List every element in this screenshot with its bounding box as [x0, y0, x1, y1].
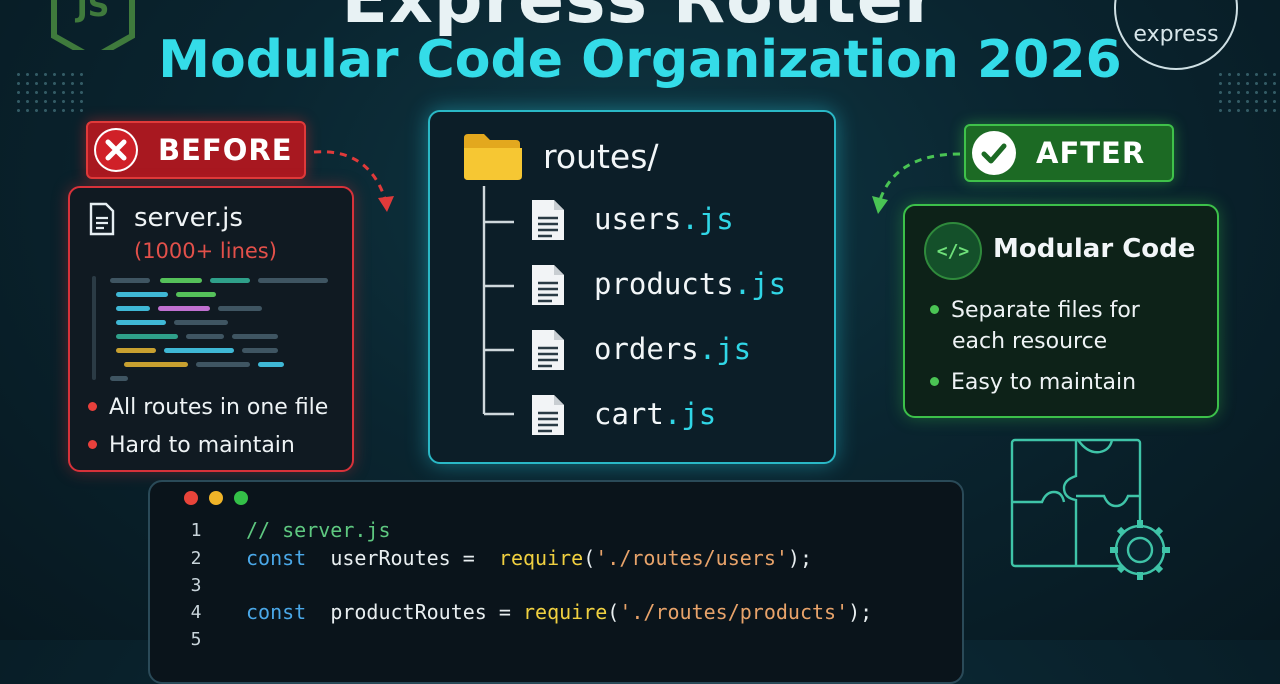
- line-number: 3: [190, 575, 202, 596]
- before-panel: [68, 186, 354, 472]
- code-line-1: // server.js: [246, 518, 391, 542]
- code-line-4: const productRoutes = require('./routes/…: [246, 600, 873, 624]
- decor-dots: [1216, 70, 1280, 114]
- x-icon: [94, 128, 138, 172]
- before-bullet: Hard to maintain: [88, 433, 295, 458]
- decor-dots: [14, 70, 84, 114]
- line-number: 4: [190, 602, 202, 623]
- route-file-users: users.js: [594, 202, 734, 236]
- after-bullet: Easy to maintain: [930, 370, 1136, 395]
- check-icon: [972, 131, 1016, 175]
- window-minimize-dot: [209, 491, 223, 505]
- arrow-after-icon: [872, 152, 961, 214]
- window-close-dot: [184, 491, 198, 505]
- route-file-products: products.js: [594, 267, 787, 301]
- window-maximize-dot: [234, 491, 248, 505]
- gear-icon: [1110, 520, 1170, 580]
- code-line-2: const userRoutes = require('./routes/use…: [246, 546, 813, 570]
- before-badge: BEFORE: [86, 121, 306, 179]
- folder-label: routes/: [543, 137, 659, 176]
- code-icon: </>: [924, 222, 982, 280]
- after-bullet: Separate files for: [930, 298, 1140, 323]
- file-icon: [532, 200, 564, 240]
- puzzle-icon: [1010, 438, 1170, 580]
- line-number: 2: [190, 548, 202, 569]
- before-label: BEFORE: [158, 133, 293, 167]
- file-icon: [532, 265, 564, 305]
- route-file-cart: cart.js: [594, 397, 717, 431]
- after-label: AFTER: [1036, 136, 1146, 170]
- tree-lines: [482, 186, 514, 416]
- after-badge: AFTER: [964, 124, 1174, 182]
- folder-icon: [464, 134, 522, 180]
- after-card-title: Modular Code: [993, 234, 1196, 264]
- arrow-before-icon: [313, 150, 394, 212]
- express-logo-text: express: [1133, 22, 1219, 47]
- file-icon: [532, 395, 564, 435]
- code-editor-panel: [148, 480, 964, 684]
- file-icon: [89, 202, 115, 236]
- before-file-name: server.js: [134, 203, 243, 233]
- line-number: 1: [190, 520, 202, 541]
- page-title: Express Router: [0, 0, 1280, 39]
- after-bullet-continuation: each resource: [952, 329, 1108, 354]
- route-file-orders: orders.js: [594, 332, 752, 366]
- page-subtitle: Modular Code Organization 2026: [158, 30, 1122, 90]
- nodejs-logo-icon: JS: [51, 0, 135, 50]
- before-bullet: All routes in one file: [88, 395, 328, 420]
- file-icon: [532, 330, 564, 370]
- svg-text:JS: JS: [75, 0, 110, 24]
- before-file-note: (1000+ lines): [134, 239, 277, 263]
